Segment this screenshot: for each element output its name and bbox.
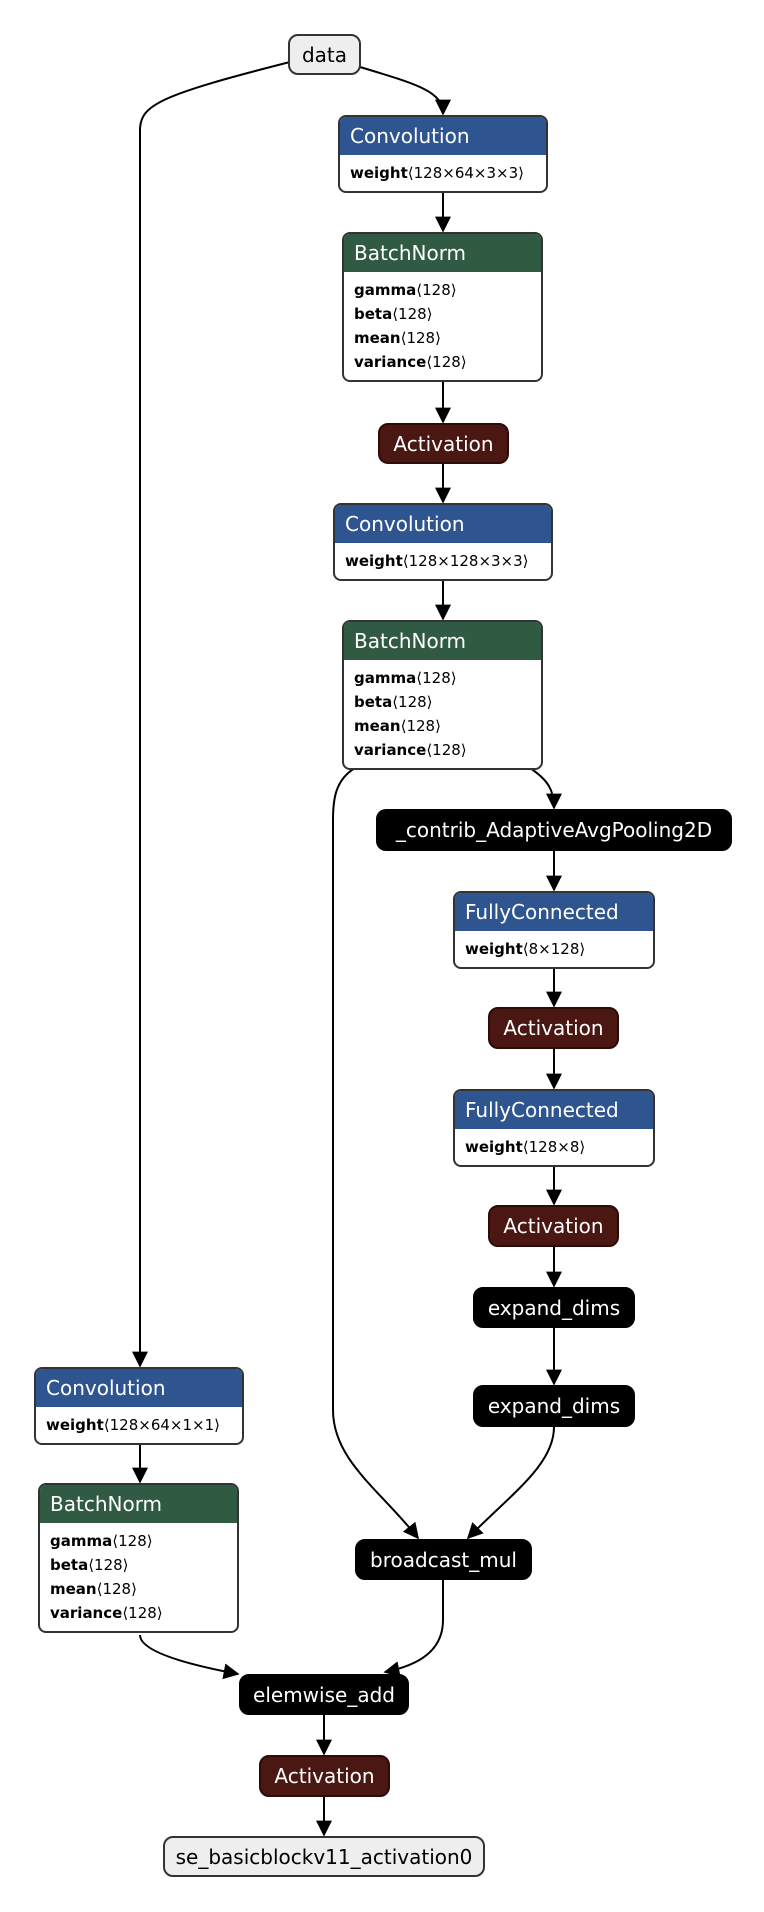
node-data: data bbox=[288, 34, 361, 75]
edge-data-conv1 bbox=[359, 66, 451, 116]
node-elemwise-add: elemwise_add bbox=[239, 1674, 409, 1715]
edge-exp2-bmul bbox=[466, 1426, 555, 1540]
param-row: variance⟨128⟩ bbox=[354, 741, 467, 759]
param-row: mean⟨128⟩ bbox=[354, 717, 441, 735]
edge-data-conv3 bbox=[132, 61, 291, 1368]
param-row: weight⟨8×128⟩ bbox=[465, 940, 586, 958]
param-row: mean⟨128⟩ bbox=[50, 1580, 137, 1598]
param-row: weight⟨128×64×1×1⟩ bbox=[46, 1416, 220, 1434]
node-title: FullyConnected bbox=[455, 1091, 653, 1129]
node-title: BatchNorm bbox=[344, 622, 541, 660]
edge-bn3-add bbox=[139, 1634, 240, 1680]
param-row: weight⟨128×128×3×3⟩ bbox=[345, 552, 529, 570]
node-activation-3: Activation bbox=[488, 1205, 619, 1247]
node-activation-4: Activation bbox=[259, 1755, 390, 1797]
node-expand-dims-2: expand_dims bbox=[473, 1385, 635, 1427]
node-adaptive-avg-pooling: _contrib_AdaptiveAvgPooling2D bbox=[376, 809, 732, 851]
node-title: Convolution bbox=[36, 1369, 242, 1407]
param-row: weight⟨128×64×3×3⟩ bbox=[350, 164, 524, 182]
param-row: gamma⟨128⟩ bbox=[354, 281, 457, 299]
node-convolution-2: Convolution weight⟨128×128×3×3⟩ bbox=[333, 503, 553, 581]
edge-bn2-bmul bbox=[332, 767, 419, 1540]
param-row: mean⟨128⟩ bbox=[354, 329, 441, 347]
node-title: Convolution bbox=[340, 117, 546, 155]
node-fullyconnected-1: FullyConnected weight⟨8×128⟩ bbox=[453, 891, 655, 969]
param-row: weight⟨128×8⟩ bbox=[465, 1138, 586, 1156]
node-expand-dims-1: expand_dims bbox=[473, 1287, 635, 1328]
node-output: se_basicblockv11_activation0 bbox=[163, 1836, 485, 1877]
param-row: variance⟨128⟩ bbox=[50, 1604, 163, 1622]
node-label: data bbox=[301, 42, 348, 67]
node-fullyconnected-2: FullyConnected weight⟨128×8⟩ bbox=[453, 1089, 655, 1167]
edge-bmul-add bbox=[383, 1580, 444, 1678]
node-title: Convolution bbox=[335, 505, 551, 543]
param-row: beta⟨128⟩ bbox=[354, 693, 433, 711]
node-convolution-3: Convolution weight⟨128×64×1×1⟩ bbox=[34, 1367, 244, 1445]
node-batchnorm-3: BatchNorm gamma⟨128⟩ beta⟨128⟩ mean⟨128⟩… bbox=[38, 1483, 239, 1633]
node-title: FullyConnected bbox=[455, 893, 653, 931]
param-row: gamma⟨128⟩ bbox=[354, 669, 457, 687]
node-convolution-1: Convolution weight⟨128×64×3×3⟩ bbox=[338, 115, 548, 193]
param-row: beta⟨128⟩ bbox=[354, 305, 433, 323]
param-row: variance⟨128⟩ bbox=[354, 353, 467, 371]
edge-bn2-pool bbox=[529, 767, 562, 810]
node-activation-1: Activation bbox=[378, 423, 509, 464]
node-activation-2: Activation bbox=[488, 1007, 619, 1049]
node-title: BatchNorm bbox=[344, 234, 541, 272]
node-broadcast-mul: broadcast_mul bbox=[355, 1539, 532, 1580]
param-row: gamma⟨128⟩ bbox=[50, 1532, 153, 1550]
node-title: BatchNorm bbox=[40, 1485, 237, 1523]
node-batchnorm-1: BatchNorm gamma⟨128⟩ beta⟨128⟩ mean⟨128⟩… bbox=[342, 232, 543, 382]
node-batchnorm-2: BatchNorm gamma⟨128⟩ beta⟨128⟩ mean⟨128⟩… bbox=[342, 620, 543, 770]
param-row: beta⟨128⟩ bbox=[50, 1556, 129, 1574]
